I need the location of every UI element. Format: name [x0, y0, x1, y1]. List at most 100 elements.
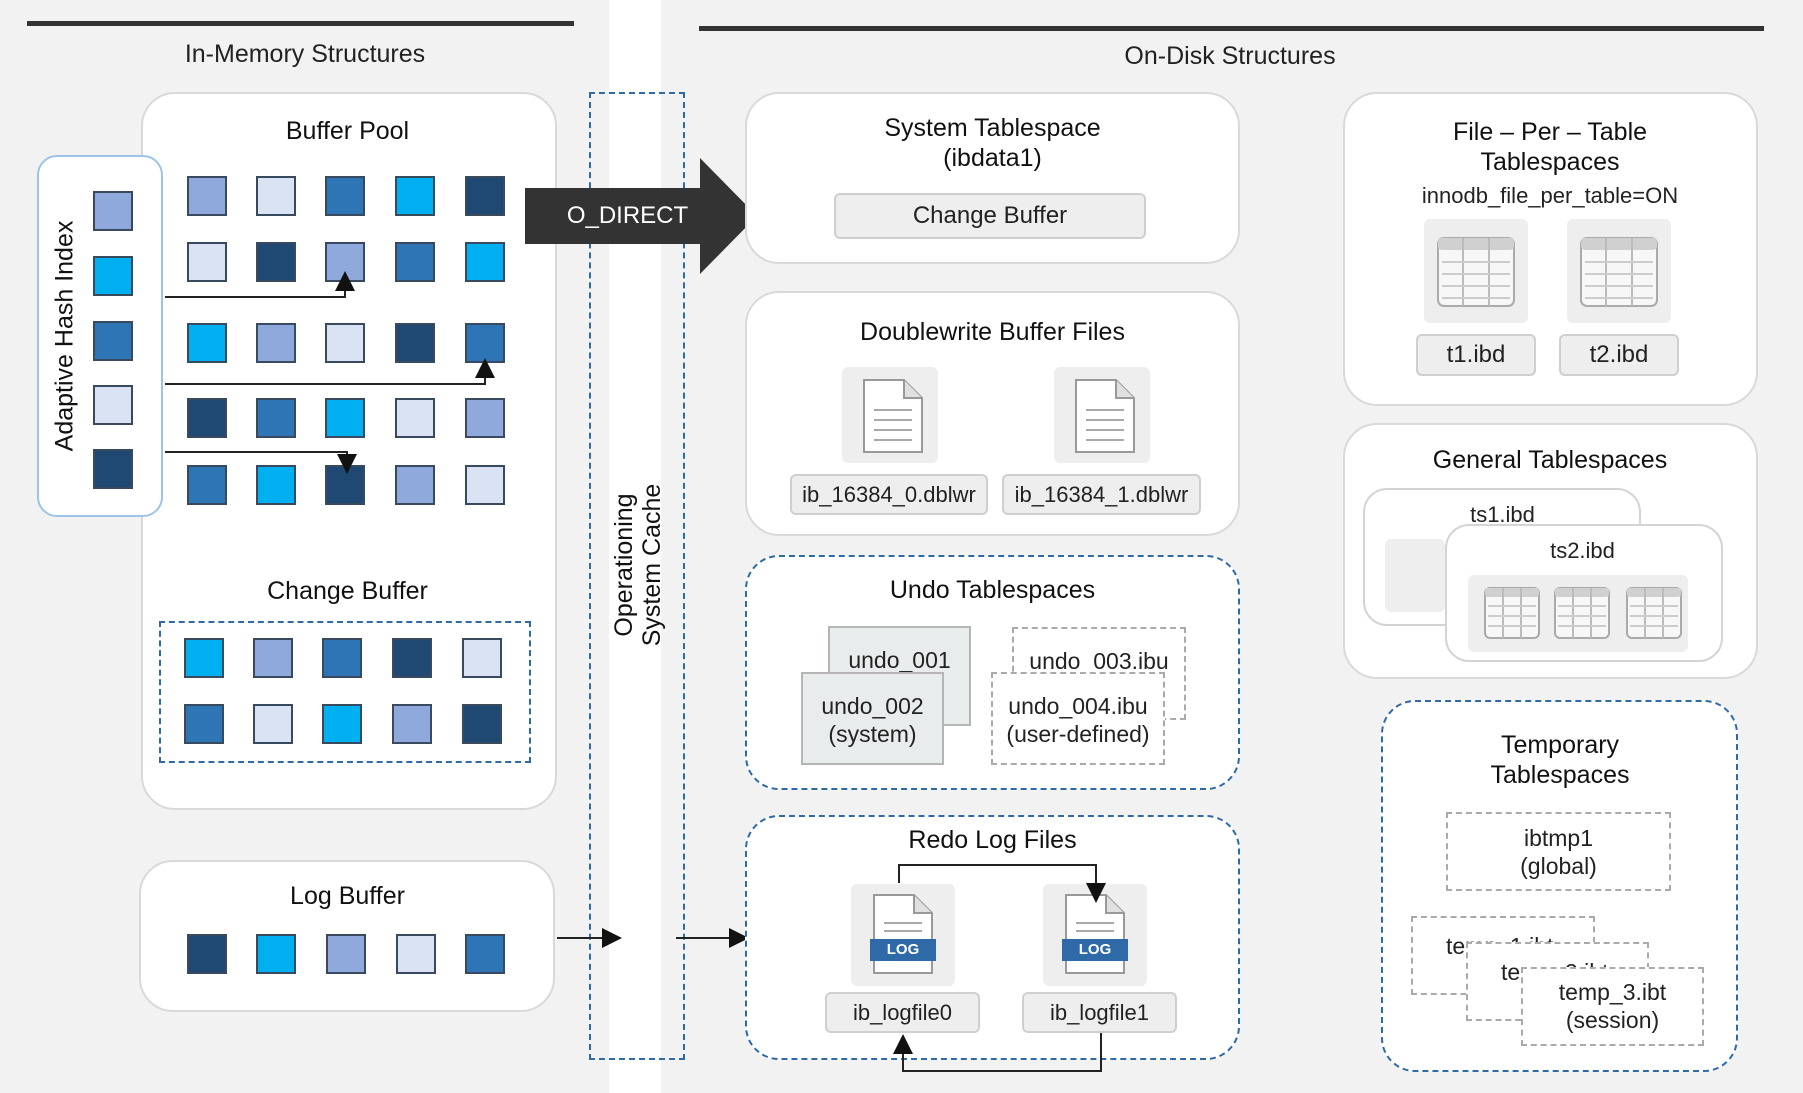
- change-buffer-memory-box: [159, 621, 531, 763]
- hash-entry-2: [93, 321, 133, 361]
- os-cache-column: [589, 92, 685, 1060]
- buffer-page-1-0: [187, 242, 227, 282]
- ahi-link-1: [165, 271, 355, 298]
- change-buffer-page-1-4: [462, 704, 502, 744]
- log-file-icon-2: [1062, 894, 1128, 974]
- buffer-pool-title: Buffer Pool: [285, 117, 410, 145]
- temp-3-line1: temp_3.ibt: [1558, 979, 1667, 1005]
- system-tablespace-title-line1: System Tablespace: [884, 114, 1101, 142]
- temp-3-line2: (session): [1565, 1007, 1660, 1033]
- ts1-label: ts1.ibd: [1470, 502, 1535, 527]
- change-buffer-page-0-1: [253, 638, 293, 678]
- change-buffer-page-0-3: [392, 638, 432, 678]
- table-icon-ts2-2: [1626, 587, 1682, 639]
- temporary-title-line1: Temporary: [1500, 731, 1620, 759]
- log-entry-2: [326, 934, 366, 974]
- t1-file: t1.ibd: [1416, 334, 1536, 376]
- redo-file-1: ib_logfile0: [825, 992, 980, 1033]
- buffer-page-3-4: [465, 398, 505, 438]
- system-tablespace-title: System Tablespace (ibdata1): [780, 113, 1205, 173]
- undo-002: undo_002 (system): [801, 672, 944, 765]
- change-buffer-page-1-3: [392, 704, 432, 744]
- change-buffer-memory-title: Change Buffer: [267, 577, 428, 605]
- hash-entry-1: [93, 256, 133, 296]
- ahi-link-3: [165, 451, 357, 474]
- buffer-page-4-3: [395, 465, 435, 505]
- ts2-label: ts2.ibd: [1550, 538, 1615, 563]
- file-per-table-title-line2: Tablespaces: [1480, 148, 1620, 176]
- system-change-buffer: Change Buffer: [834, 193, 1146, 239]
- log-badge-2: LOG: [1078, 941, 1112, 958]
- table-icon-t1: [1437, 237, 1515, 307]
- buffer-page-3-0: [187, 398, 227, 438]
- buffer-page-1-3: [395, 242, 435, 282]
- undo-004: undo_004.ibu (user-defined): [991, 672, 1165, 765]
- table-icon-t2: [1580, 237, 1658, 307]
- doublewrite-title: Doublewrite Buffer Files: [860, 318, 1125, 346]
- change-buffer-page-0-0: [184, 638, 224, 678]
- buffer-page-1-1: [256, 242, 296, 282]
- buffer-page-4-1: [256, 465, 296, 505]
- buffer-page-3-2: [325, 398, 365, 438]
- file-per-table-setting: innodb_file_per_table=ON: [1421, 183, 1679, 208]
- ibtmp1-box: ibtmp1 (global): [1446, 812, 1671, 891]
- t2-file: t2.ibd: [1559, 334, 1679, 376]
- column-divider: [609, 0, 661, 1093]
- on-disk-title: On-Disk Structures: [1124, 42, 1336, 70]
- general-title: General Tablespaces: [1432, 446, 1668, 474]
- ibtmp1-line2: (global): [1520, 853, 1597, 879]
- undo-001-label: undo_001: [848, 647, 951, 673]
- ibtmp1-line1: ibtmp1: [1523, 825, 1594, 851]
- change-buffer-page-1-2: [322, 704, 362, 744]
- log-badge-1: LOG: [886, 941, 920, 958]
- system-tablespace-title-line2: (ibdata1): [943, 144, 1042, 172]
- buffer-page-1-4: [465, 242, 505, 282]
- o-direct-label: O_DIRECT: [566, 202, 689, 229]
- change-buffer-page-1-1: [253, 704, 293, 744]
- in-memory-title: In-Memory Structures: [184, 40, 426, 68]
- redo-arrow-bottom: [893, 1033, 1102, 1072]
- buffer-page-2-4: [465, 323, 505, 363]
- hash-entry-3: [93, 385, 133, 425]
- change-buffer-page-0-2: [322, 638, 362, 678]
- buffer-page-0-0: [187, 176, 227, 216]
- log-file-icon-1: [870, 894, 936, 974]
- on-disk-rule: [699, 26, 1764, 31]
- hash-entry-0: [93, 191, 133, 231]
- buffer-page-3-1: [256, 398, 296, 438]
- log-entry-3: [396, 934, 436, 974]
- change-buffer-page-0-4: [462, 638, 502, 678]
- file-per-table-title-line1: File – Per – Table: [1452, 118, 1648, 146]
- hash-entry-4: [93, 449, 133, 489]
- buffer-page-2-1: [256, 323, 296, 363]
- ahi-link-2: [165, 358, 495, 385]
- undo-002-line2: (system): [828, 721, 917, 747]
- redo-arrow-top: [898, 864, 1106, 903]
- in-memory-rule: [27, 21, 574, 26]
- o-direct-arrow: [525, 158, 757, 274]
- change-buffer-page-1-0: [184, 704, 224, 744]
- temporary-title: Temporary Tablespaces: [1400, 730, 1720, 790]
- buffer-page-2-0: [187, 323, 227, 363]
- ts1-table-strip: [1385, 539, 1445, 612]
- buffer-page-0-2: [325, 176, 365, 216]
- buffer-page-2-2: [325, 323, 365, 363]
- buffer-page-0-4: [465, 176, 505, 216]
- redo-title: Redo Log Files: [908, 826, 1077, 854]
- temporary-title-line2: Tablespaces: [1490, 761, 1630, 789]
- buffer-page-4-0: [187, 465, 227, 505]
- temp-3-box: temp_3.ibt (session): [1521, 967, 1704, 1046]
- undo-004-line2: (user-defined): [1006, 721, 1150, 747]
- doublewrite-file-1: ib_16384_0.dblwr: [790, 474, 988, 515]
- log-entry-4: [465, 934, 505, 974]
- document-icon-2: [1075, 379, 1135, 453]
- document-icon-1: [863, 379, 923, 453]
- file-per-table-card: [1343, 92, 1758, 406]
- buffer-page-0-1: [256, 176, 296, 216]
- table-icon-ts2-0: [1484, 587, 1540, 639]
- doublewrite-file-2: ib_16384_1.dblwr: [1002, 474, 1201, 515]
- log-entry-0: [187, 934, 227, 974]
- log-buffer-title: Log Buffer: [290, 882, 405, 910]
